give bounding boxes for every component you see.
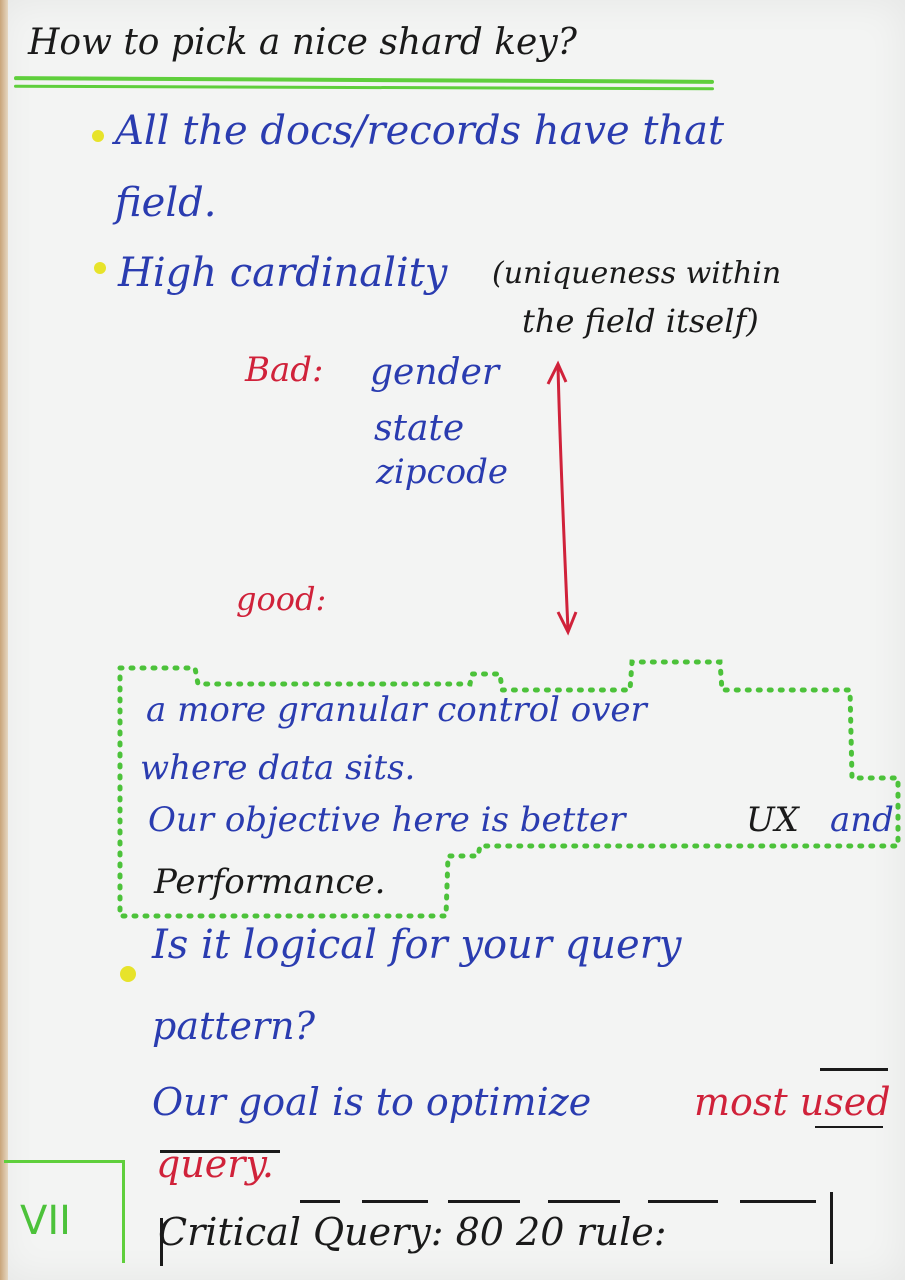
bullet-3-line-3: Our goal is to optimize — [152, 1080, 592, 1124]
bad-label: Bad: — [245, 350, 324, 390]
dash-6 — [740, 1200, 816, 1203]
bullet-dot-2 — [94, 262, 106, 274]
page-number: VII — [20, 1198, 71, 1244]
dash-3 — [448, 1200, 520, 1203]
good-box-line-4: Performance. — [154, 862, 386, 902]
dash-4 — [548, 1200, 620, 1203]
page-title: How to pick a nice shard key? — [28, 22, 577, 63]
double-arrow-icon — [546, 360, 578, 636]
page-number-box — [4, 1160, 125, 1263]
bullet-3-line-1: Is it logical for your query — [152, 922, 682, 968]
critical-query-line: Critical Query: 80 20 rule: — [158, 1210, 667, 1254]
dash-5 — [648, 1200, 718, 1203]
critical-right-bar — [830, 1192, 833, 1264]
page-edge — [0, 0, 8, 1280]
bullet-2-text: High cardinality — [118, 250, 448, 296]
good-box-line-3: Our objective here is better — [148, 800, 626, 840]
good-box-line-1: a more granular control over — [146, 690, 647, 730]
critical-left-bar — [160, 1218, 163, 1266]
bullet-3-most-used: most used — [694, 1080, 891, 1124]
dash-2 — [362, 1200, 428, 1203]
bullet-1-line-2: field. — [115, 180, 217, 226]
query-overline — [160, 1150, 280, 1153]
bullet-dot-3 — [120, 966, 136, 982]
bullet-3-line-2: pattern? — [152, 1004, 316, 1048]
used-underline — [815, 1126, 883, 1128]
dash-1 — [300, 1200, 340, 1203]
good-label: good: — [236, 580, 327, 618]
good-box-line-2: where data sits. — [140, 748, 416, 788]
bullet-3-query: query. — [156, 1142, 274, 1186]
bullet-dot-1 — [92, 130, 104, 142]
bad-item-zipcode: zipcode — [376, 452, 508, 492]
used-overline — [820, 1068, 888, 1071]
cardinality-note-line-1: (uniqueness within — [492, 256, 782, 291]
cardinality-note-line-2: the field itself) — [522, 302, 759, 340]
bullet-1-line-1: All the docs/records have that — [115, 108, 725, 154]
good-box-and: and — [830, 800, 894, 840]
bad-item-gender: gender — [370, 352, 500, 393]
good-box-ux: UX — [746, 800, 799, 840]
bad-item-state: state — [374, 408, 465, 449]
